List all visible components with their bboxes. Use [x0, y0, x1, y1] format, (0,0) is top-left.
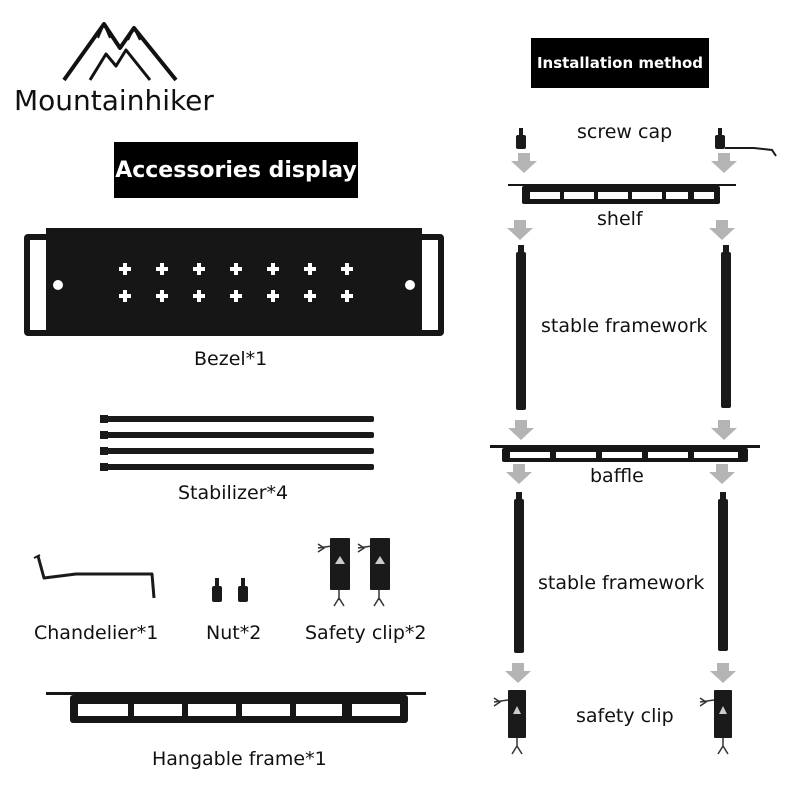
safety-clip-label: Safety clip*2 — [305, 622, 427, 644]
arrow-down-icon — [711, 153, 737, 173]
arrow-down-icon — [506, 464, 532, 484]
brand-name: Mountainhiker — [14, 84, 214, 117]
arrow-down-icon — [711, 420, 737, 440]
safety-clip-image — [317, 538, 390, 607]
nut-label: Nut*2 — [206, 622, 262, 644]
shelf-image — [508, 184, 736, 204]
step-safety-clip-label: safety clip — [576, 705, 674, 727]
screw-cap-right-icon — [715, 128, 777, 157]
framework-rod-right — [721, 245, 731, 408]
framework-rod-left — [516, 245, 526, 410]
arrow-down-icon — [505, 663, 531, 683]
bezel-label: Bezel*1 — [194, 348, 268, 370]
mountain-logo-icon — [62, 22, 178, 82]
step-baffle-label: baffle — [590, 465, 644, 487]
framework-rod-left — [514, 492, 524, 653]
bezel-image — [24, 228, 444, 336]
arrow-down-icon — [507, 220, 533, 240]
arrow-down-icon — [511, 153, 537, 173]
installation-heading: Installation method — [531, 38, 709, 88]
stabilizer-label: Stabilizer*4 — [178, 482, 289, 504]
step-screw-cap-label: screw cap — [577, 121, 673, 143]
step-shelf-label: shelf — [597, 208, 643, 230]
screw-cap-left-icon — [516, 128, 526, 149]
hangable-frame-image — [46, 692, 426, 723]
step-framework-bottom-label: stable framework — [538, 572, 705, 594]
safety-clip-left-icon — [493, 690, 526, 755]
arrow-down-icon — [709, 464, 735, 484]
chandelier-image — [33, 554, 156, 599]
baffle-image — [490, 445, 760, 462]
accessories-heading: Accessories display — [114, 142, 358, 198]
stabilizer-image — [100, 415, 374, 471]
step-framework-top-label: stable framework — [541, 315, 708, 337]
arrow-down-icon — [710, 663, 736, 683]
nut-image — [212, 578, 248, 602]
arrow-down-icon — [508, 420, 534, 440]
framework-rod-right — [718, 492, 728, 651]
hangable-frame-label: Hangable frame*1 — [152, 748, 327, 770]
arrow-down-icon — [709, 220, 735, 240]
safety-clip-right-icon — [699, 690, 732, 755]
chandelier-label: Chandelier*1 — [34, 622, 159, 644]
